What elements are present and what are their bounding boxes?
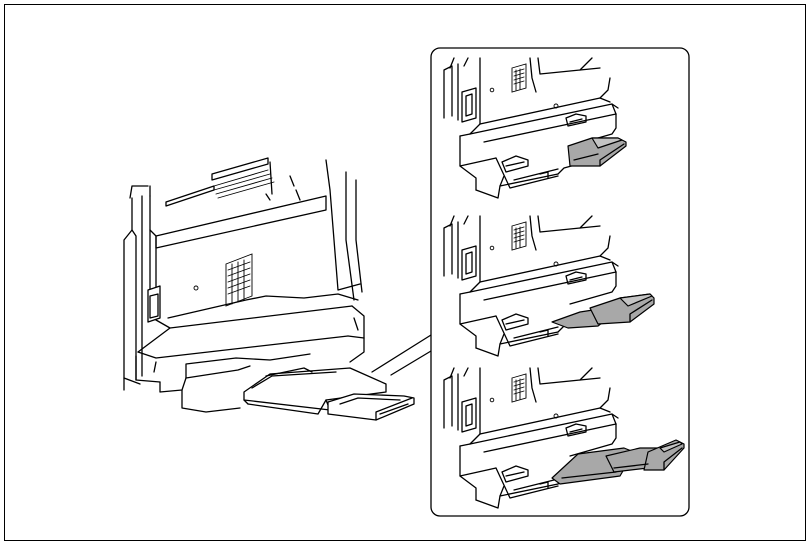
detail-step-2	[443, 215, 655, 357]
detail-inset	[443, 57, 685, 509]
detail-step-1	[443, 57, 627, 199]
callout-leader	[371, 334, 437, 376]
machine-main-view	[123, 157, 415, 421]
detail-step-3	[443, 367, 685, 509]
detail-inset-frame	[430, 47, 690, 517]
